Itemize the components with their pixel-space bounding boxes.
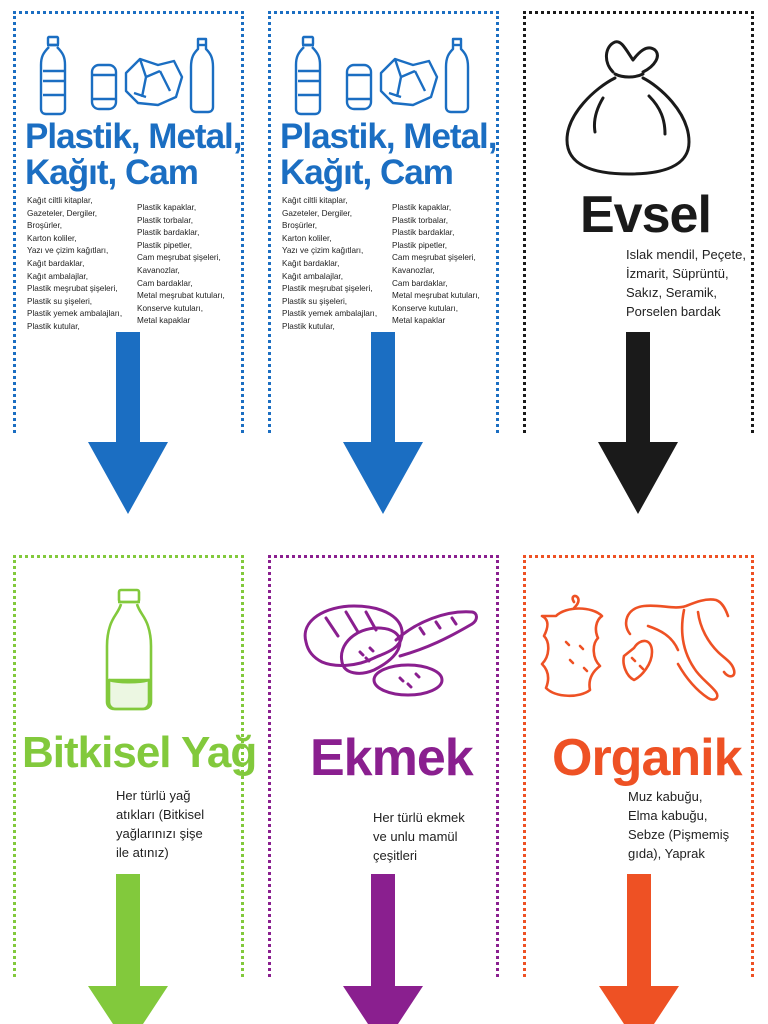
description-line: gıda), Yaprak bbox=[628, 846, 705, 861]
arrow-down-icon bbox=[598, 332, 678, 514]
arrow-down-icon bbox=[599, 874, 679, 1024]
list-item: Plastik pipetler, bbox=[137, 240, 193, 250]
recyclables-1-items-col2: Plastik kapaklar, Plastik torbalar, Plas… bbox=[137, 202, 225, 328]
recyclables-2-items-col2: Plastik kapaklar, Plastik torbalar, Plas… bbox=[392, 202, 480, 328]
list-item: Kağıt ambalajlar, bbox=[27, 271, 88, 281]
description-line: Sakız, Seramik, bbox=[626, 285, 718, 300]
bin-panel-bread bbox=[268, 555, 499, 977]
description-line: Her türlü yağ bbox=[116, 788, 191, 803]
arrow-down-icon bbox=[343, 332, 423, 514]
list-item: Plastik meşrubat şişeleri, bbox=[282, 284, 373, 294]
arrow-down-icon bbox=[88, 874, 168, 1024]
bin-title-general: Evsel bbox=[580, 186, 712, 244]
list-item: Kavanozlar, bbox=[137, 265, 180, 275]
recyclables-2-items-col1: Kağıt ciltli kitaplar, Gazeteler, Dergil… bbox=[282, 195, 377, 334]
list-item: Gazeteler, Dergiler, bbox=[282, 208, 353, 218]
bin-title-vegetable-oil: Bitkisel Yağ bbox=[22, 728, 257, 777]
list-item: Plastik meşrubat şişeleri, bbox=[27, 284, 118, 294]
list-item: Cam bardaklar, bbox=[392, 278, 448, 288]
list-item: Plastik kapaklar, bbox=[137, 203, 197, 212]
description-line: Sebze (Pişmemiş bbox=[628, 827, 730, 842]
bin-description-organic: Muz kabuğu, Elma kabuğu, Sebze (Pişmemiş… bbox=[628, 787, 729, 863]
list-item: Plastik bardaklar, bbox=[137, 228, 200, 238]
list-item: Plastik kutular, bbox=[282, 321, 335, 331]
arrow-down-icon bbox=[343, 874, 423, 1024]
recyclables-1-items-col1: Kağıt ciltli kitaplar, Gazeteler, Dergil… bbox=[27, 195, 122, 334]
list-item: Kağıt bardaklar, bbox=[282, 258, 340, 268]
list-item: Plastik su şişeleri, bbox=[282, 296, 348, 306]
list-item: Kavanozlar, bbox=[392, 265, 435, 275]
bin-description-bread: Her türlü ekmek ve unlu mamül çeşitleri bbox=[373, 808, 465, 865]
bin-description-vegetable-oil: Her türlü yağ atıkları (Bitkisel yağları… bbox=[116, 786, 204, 862]
bin-panel-vegetable-oil bbox=[13, 555, 244, 977]
list-item: Metal kapaklar bbox=[392, 316, 446, 326]
list-item: Plastik yemek ambalajları, bbox=[282, 309, 378, 319]
oil-bottle-icon bbox=[105, 588, 153, 711]
bin-panel-recyclables-2 bbox=[268, 11, 499, 433]
list-item: Kağıt ciltli kitaplar, bbox=[27, 196, 93, 205]
list-item: Kağıt ciltli kitaplar, bbox=[282, 196, 348, 205]
list-item: Broşürler, bbox=[27, 221, 63, 231]
list-item: Broşürler, bbox=[282, 221, 318, 231]
bin-panel-organic bbox=[523, 555, 754, 977]
description-line: ve unlu mamül bbox=[373, 829, 458, 844]
list-item: Plastik yemek ambalajları, bbox=[27, 309, 123, 319]
bin-panel-recyclables-1 bbox=[13, 11, 244, 433]
list-item: Plastik torbalar, bbox=[137, 215, 193, 225]
bin-panel-general bbox=[523, 11, 754, 433]
bin-title-recyclables-1-line1: Plastik, Metal, bbox=[25, 117, 242, 156]
list-item: Metal kapaklar bbox=[137, 316, 191, 326]
list-item: Cam meşrubat şişeleri, bbox=[392, 253, 476, 263]
list-item: Plastik bardaklar, bbox=[392, 228, 455, 238]
description-line: Her türlü ekmek bbox=[373, 810, 465, 825]
list-item: Yazı ve çizim kağıtları, bbox=[282, 246, 364, 256]
list-item: Metal meşrubat kutuları, bbox=[392, 291, 480, 301]
list-item: Plastik torbalar, bbox=[392, 215, 448, 225]
description-line: Elma kabuğu, bbox=[628, 808, 708, 823]
list-item: Plastik pipetler, bbox=[392, 240, 448, 250]
list-item: Plastik kapaklar, bbox=[392, 203, 452, 212]
list-item: Cam meşrubat şişeleri, bbox=[137, 253, 221, 263]
description-line: Muz kabuğu, bbox=[628, 789, 703, 804]
recyclables-icon bbox=[294, 35, 470, 116]
list-item: Plastik su şişeleri, bbox=[27, 296, 93, 306]
list-item: Kağıt ambalajlar, bbox=[282, 271, 343, 281]
description-line: ile atınız) bbox=[116, 845, 169, 860]
list-item: Karton koliler, bbox=[282, 233, 332, 243]
description-line: Porselen bardak bbox=[626, 304, 721, 319]
description-line: Islak mendil, Peçete, bbox=[626, 247, 746, 262]
bread-icon bbox=[303, 604, 478, 697]
bin-title-recyclables-1-line2: Kağıt, Cam bbox=[25, 153, 199, 192]
description-line: atıkları (Bitkisel bbox=[116, 807, 205, 822]
trash-bag-icon bbox=[565, 40, 691, 176]
bin-title-bread: Ekmek bbox=[310, 729, 474, 787]
food-waste-icon bbox=[540, 594, 736, 701]
description-line: İzmarit, Süprüntü, bbox=[626, 266, 729, 281]
list-item: Gazeteler, Dergiler, bbox=[27, 208, 98, 218]
list-item: Kağıt bardaklar, bbox=[27, 258, 85, 268]
list-item: Metal meşrubat kutuları, bbox=[137, 291, 225, 301]
description-line: yağlarınızı şişe bbox=[116, 826, 203, 841]
list-item: Konserve kutuları, bbox=[392, 303, 458, 313]
bin-title-organic: Organik bbox=[552, 729, 742, 787]
list-item: Karton koliler, bbox=[27, 233, 77, 243]
bin-title-recyclables-2-line2: Kağıt, Cam bbox=[280, 153, 454, 192]
bin-description-general: Islak mendil, Peçete, İzmarit, Süprüntü,… bbox=[626, 245, 746, 321]
bin-title-recyclables-2-line1: Plastik, Metal, bbox=[280, 117, 497, 156]
arrow-down-icon bbox=[88, 332, 168, 514]
list-item: Konserve kutuları, bbox=[137, 303, 203, 313]
description-line: çeşitleri bbox=[373, 848, 418, 863]
list-item: Yazı ve çizim kağıtları, bbox=[27, 246, 109, 256]
list-item: Cam bardaklar, bbox=[137, 278, 193, 288]
list-item: Plastik kutular, bbox=[27, 321, 80, 331]
recyclables-icon bbox=[39, 35, 215, 116]
